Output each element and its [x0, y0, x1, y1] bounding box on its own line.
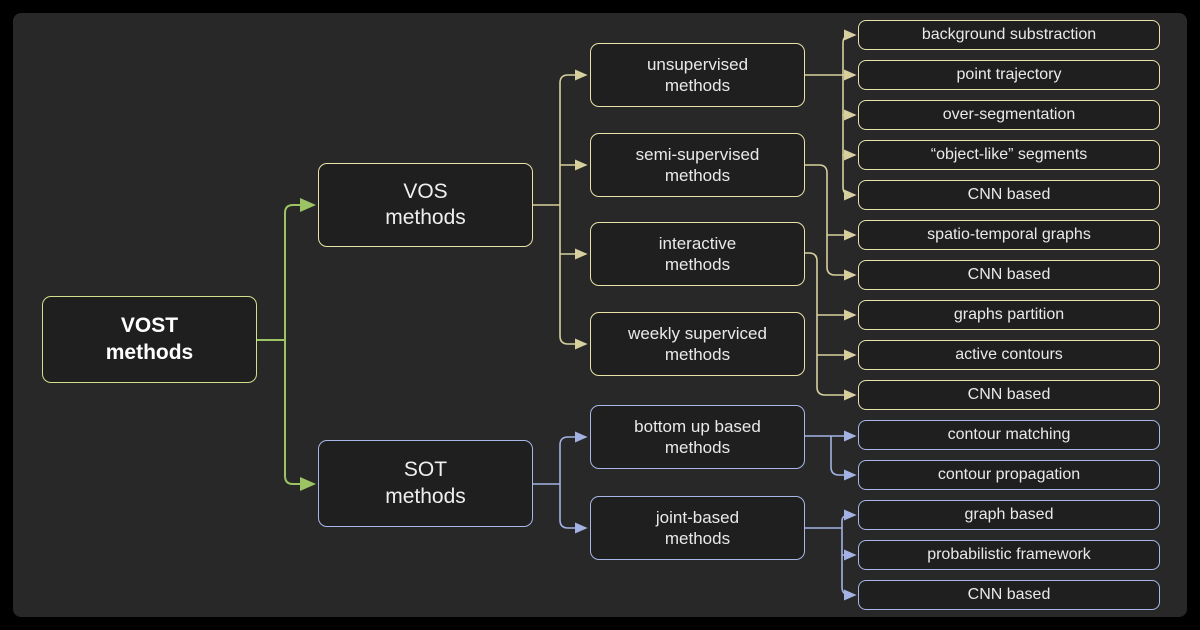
leaf-object-like-segments: “object-like” segments	[858, 140, 1160, 170]
leaf-spatio-temporal-graphs: spatio-temporal graphs	[858, 220, 1160, 250]
leaf-cnn-based-4: CNN based	[858, 580, 1160, 610]
leaf-cnn-based-3: CNN based	[858, 380, 1160, 410]
root-subtree-connectors	[257, 198, 316, 491]
leaf-graph-based: graph based	[858, 500, 1160, 530]
leaf-cnn-based-1: CNN based	[858, 180, 1160, 210]
node-sot-methods: SOT methods	[318, 440, 533, 527]
node-vost-methods: VOST methods	[42, 296, 257, 383]
leaf-active-contours: active contours	[858, 340, 1160, 370]
leaf-contour-propagation: contour propagation	[858, 460, 1160, 490]
leaf-cnn-based-2: CNN based	[858, 260, 1160, 290]
sot-subtree-connectors	[533, 430, 857, 601]
leaf-over-segmentation: over-segmentation	[858, 100, 1160, 130]
node-interactive-methods: interactive methods	[590, 222, 805, 286]
node-vos-methods: VOS methods	[318, 163, 533, 247]
node-joint-based-methods: joint-based methods	[590, 496, 805, 560]
leaf-point-trajectory: point trajectory	[858, 60, 1160, 90]
node-bottom-up-based-methods: bottom up based methods	[590, 405, 805, 469]
leaf-probabilistic-framework: probabilistic framework	[858, 540, 1160, 570]
node-unsupervised-methods: unsupervised methods	[590, 43, 805, 107]
node-semi-supervised-methods: semi-supervised methods	[590, 133, 805, 197]
leaf-background-substraction: background substraction	[858, 20, 1160, 50]
vos-subtree-connectors	[533, 29, 857, 401]
leaf-contour-matching: contour matching	[858, 420, 1160, 450]
leaf-graphs-partition: graphs partition	[858, 300, 1160, 330]
node-weekly-superviced-methods: weekly superviced methods	[590, 312, 805, 376]
